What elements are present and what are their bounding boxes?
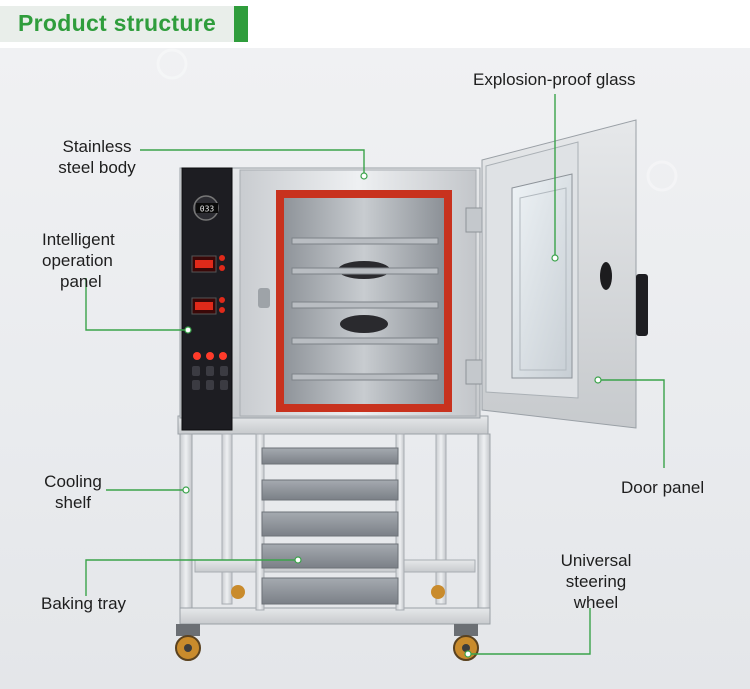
label-door-panel: Door panel [621, 478, 705, 497]
title-band [0, 6, 248, 42]
page-title: Product structure [18, 10, 217, 36]
oven-illustration: 033 [85, 48, 678, 661]
label-baking-tray: Baking tray [41, 594, 127, 613]
title-accent-bar [234, 6, 248, 42]
oven-cavity [258, 190, 452, 412]
timer-display: 033 [200, 205, 215, 214]
door-hinges [465, 207, 483, 385]
label-stainless-steel-body: Stainless steel body [58, 137, 136, 177]
label-explosion-proof-glass: Explosion-proof glass [473, 70, 636, 89]
label-universal-steering-wheel: Universal steering wheel [560, 551, 632, 612]
product-illustration-area: 033 [0, 48, 750, 689]
leader-dots [182, 172, 602, 658]
control-panel: 033 [181, 167, 233, 431]
oven-door [481, 119, 648, 429]
cooling-shelf-trays [261, 447, 399, 605]
label-intelligent-operation-panel: Intelligent operation panel [42, 230, 115, 291]
label-cooling-shelf: Cooling shelf [44, 472, 102, 512]
leader-lines [85, 94, 665, 655]
header: Product structure [0, 0, 750, 48]
